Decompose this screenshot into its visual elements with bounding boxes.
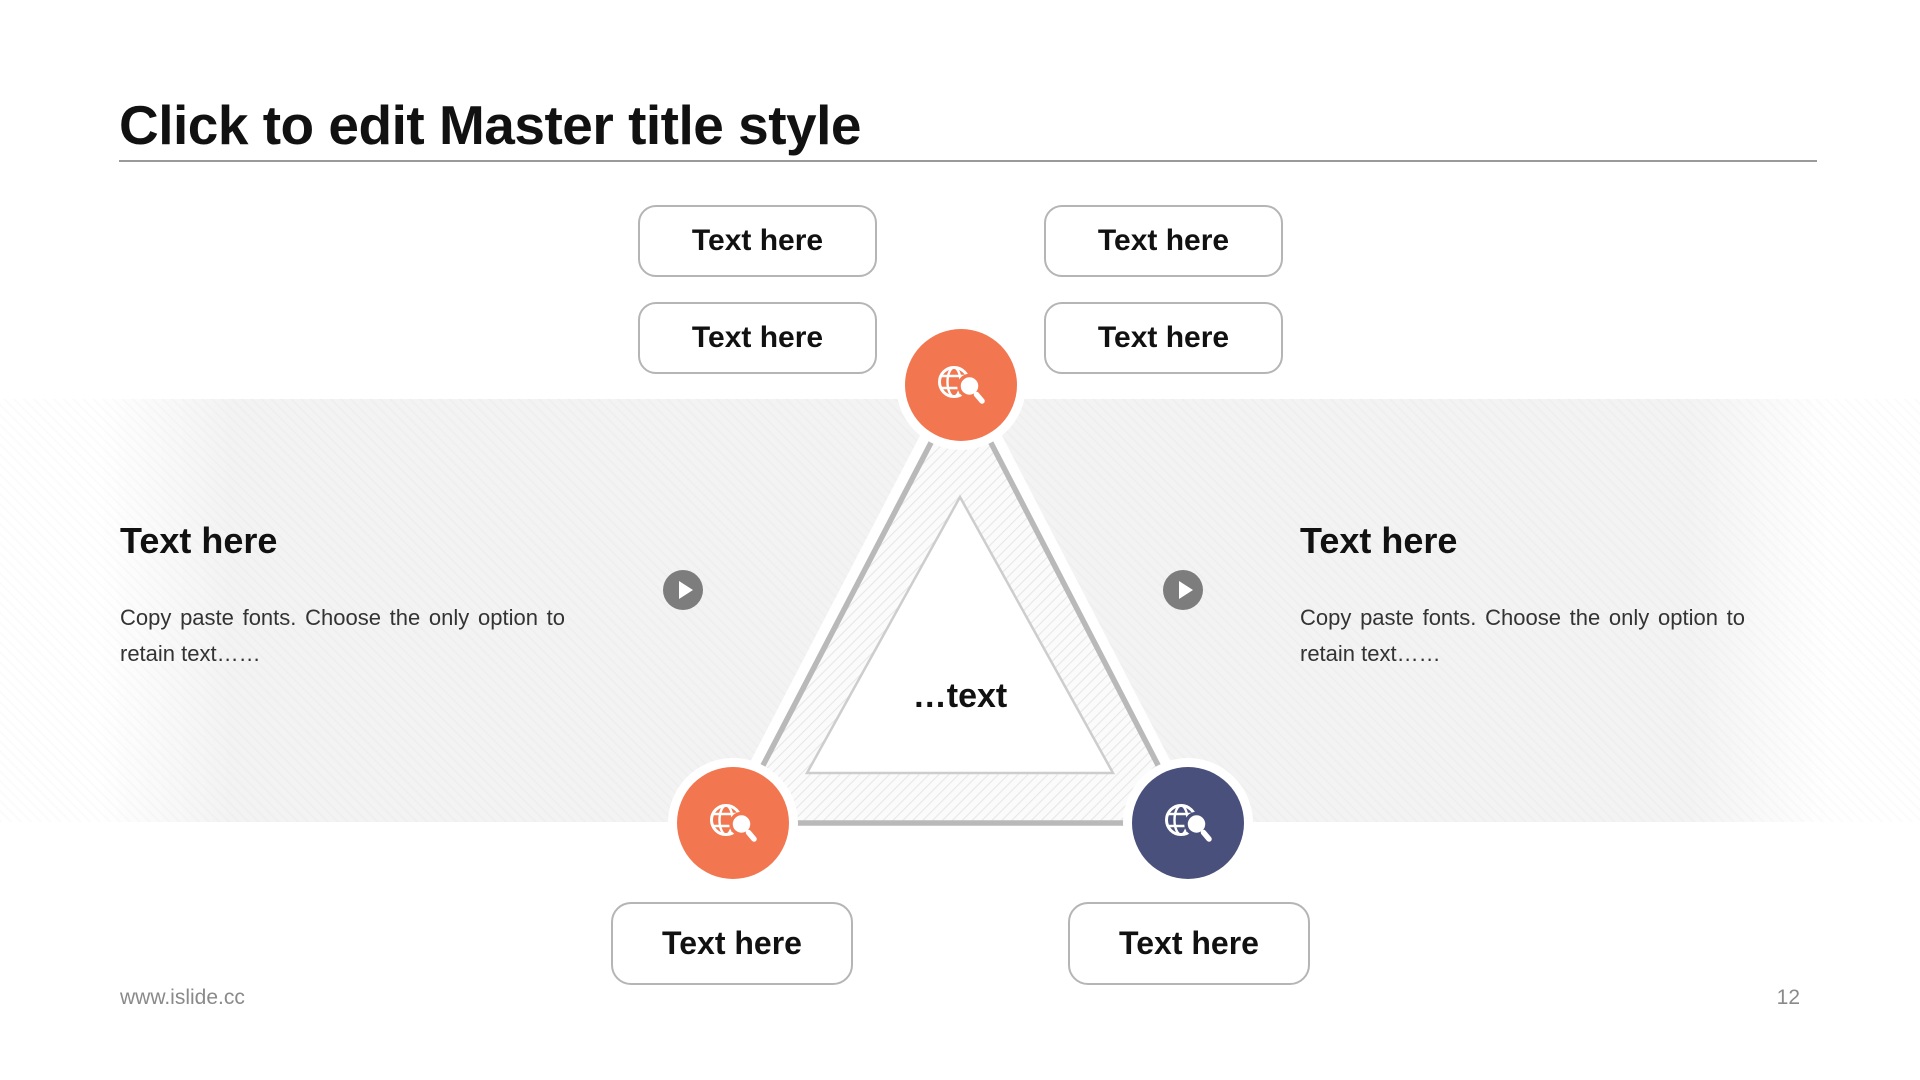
right-block-heading: Text here bbox=[1300, 520, 1458, 561]
left-text-block[interactable]: Text here Copy paste fonts. Choose the o… bbox=[120, 520, 565, 672]
left-block-heading: Text here bbox=[120, 520, 278, 561]
title-underline bbox=[119, 160, 1817, 162]
placeholder-label: Text here bbox=[1097, 321, 1230, 354]
globe-search-icon bbox=[938, 366, 985, 404]
body-line: retain text…… bbox=[1300, 641, 1441, 666]
play-triangle-glyph bbox=[1178, 581, 1193, 599]
play-icon[interactable] bbox=[663, 570, 703, 610]
body-line: Copy paste fonts. Choose the only option… bbox=[120, 605, 565, 630]
text-placeholder-box[interactable]: Text here bbox=[638, 302, 877, 374]
text-placeholder-box[interactable]: Text here bbox=[1044, 205, 1283, 277]
triangle-center-label[interactable]: …text bbox=[912, 677, 1008, 715]
placeholder-label: Text here bbox=[691, 224, 824, 257]
page-number: 12 bbox=[1776, 986, 1800, 1009]
text-placeholder-box[interactable]: Text here bbox=[611, 902, 853, 985]
play-icon[interactable] bbox=[1163, 570, 1203, 610]
footer-website-link[interactable]: www.islide.cc bbox=[120, 986, 245, 1009]
placeholder-label: Text here bbox=[1119, 925, 1259, 961]
placeholder-label: Text here bbox=[662, 925, 802, 961]
right-block-body: Copy paste fonts. Choose the only option… bbox=[1300, 600, 1745, 672]
placeholder-label: Text here bbox=[1097, 224, 1230, 257]
text-placeholder-box[interactable]: Text here bbox=[638, 205, 877, 277]
left-block-body: Copy paste fonts. Choose the only option… bbox=[120, 600, 565, 672]
body-line: retain text…… bbox=[120, 641, 261, 666]
play-triangle-glyph bbox=[678, 581, 693, 599]
page-title[interactable]: Click to edit Master title style bbox=[119, 94, 862, 156]
right-text-block[interactable]: Text here Copy paste fonts. Choose the o… bbox=[1300, 520, 1745, 672]
text-placeholder-box[interactable]: Text here bbox=[1044, 302, 1283, 374]
body-line: Copy paste fonts. Choose the only option… bbox=[1300, 605, 1745, 630]
text-placeholder-box[interactable]: Text here bbox=[1068, 902, 1310, 985]
placeholder-label: Text here bbox=[691, 321, 824, 354]
